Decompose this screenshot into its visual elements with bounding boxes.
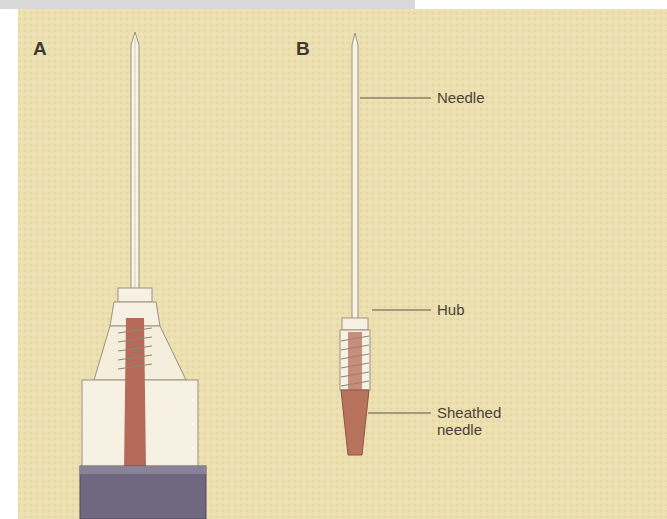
thread-line: [341, 345, 369, 350]
thread-line: [341, 336, 369, 341]
figure-b: [340, 33, 370, 455]
thread-line: [341, 372, 369, 377]
thread-line: [118, 337, 152, 342]
thread-lines: [118, 328, 152, 369]
hub-body: [340, 330, 370, 390]
thread-line: [118, 346, 152, 351]
needle-shaft: [131, 32, 139, 290]
hub-collar: [342, 318, 368, 330]
hub-core: [348, 332, 362, 390]
part-label: Needle: [437, 89, 485, 106]
thread-line: [118, 355, 152, 360]
thread-line: [341, 354, 369, 359]
thread-line: [118, 328, 152, 333]
figure-a: [80, 32, 206, 519]
thread-line: [341, 363, 369, 368]
leader-line: [368, 413, 431, 414]
leader-line: [372, 310, 431, 311]
barrel-rim: [80, 466, 206, 474]
syringe-barrel: [80, 466, 206, 519]
leader-lines: [360, 98, 431, 413]
part-label: Sheathed needle: [437, 404, 515, 439]
panel-ground: [18, 9, 667, 519]
part-label: Hub: [437, 301, 465, 318]
needle-shine: [135, 38, 136, 288]
hub-collar: [118, 288, 152, 302]
thread-line: [341, 381, 369, 386]
needle-shaft: [352, 33, 358, 320]
figure-letter: B: [296, 38, 310, 60]
leader-line: [360, 98, 431, 99]
thread-line: [118, 364, 152, 369]
top-strip: [0, 0, 415, 9]
figure-letter: A: [33, 38, 47, 60]
needle-sheath: [341, 390, 369, 455]
thread-lines: [341, 336, 369, 386]
